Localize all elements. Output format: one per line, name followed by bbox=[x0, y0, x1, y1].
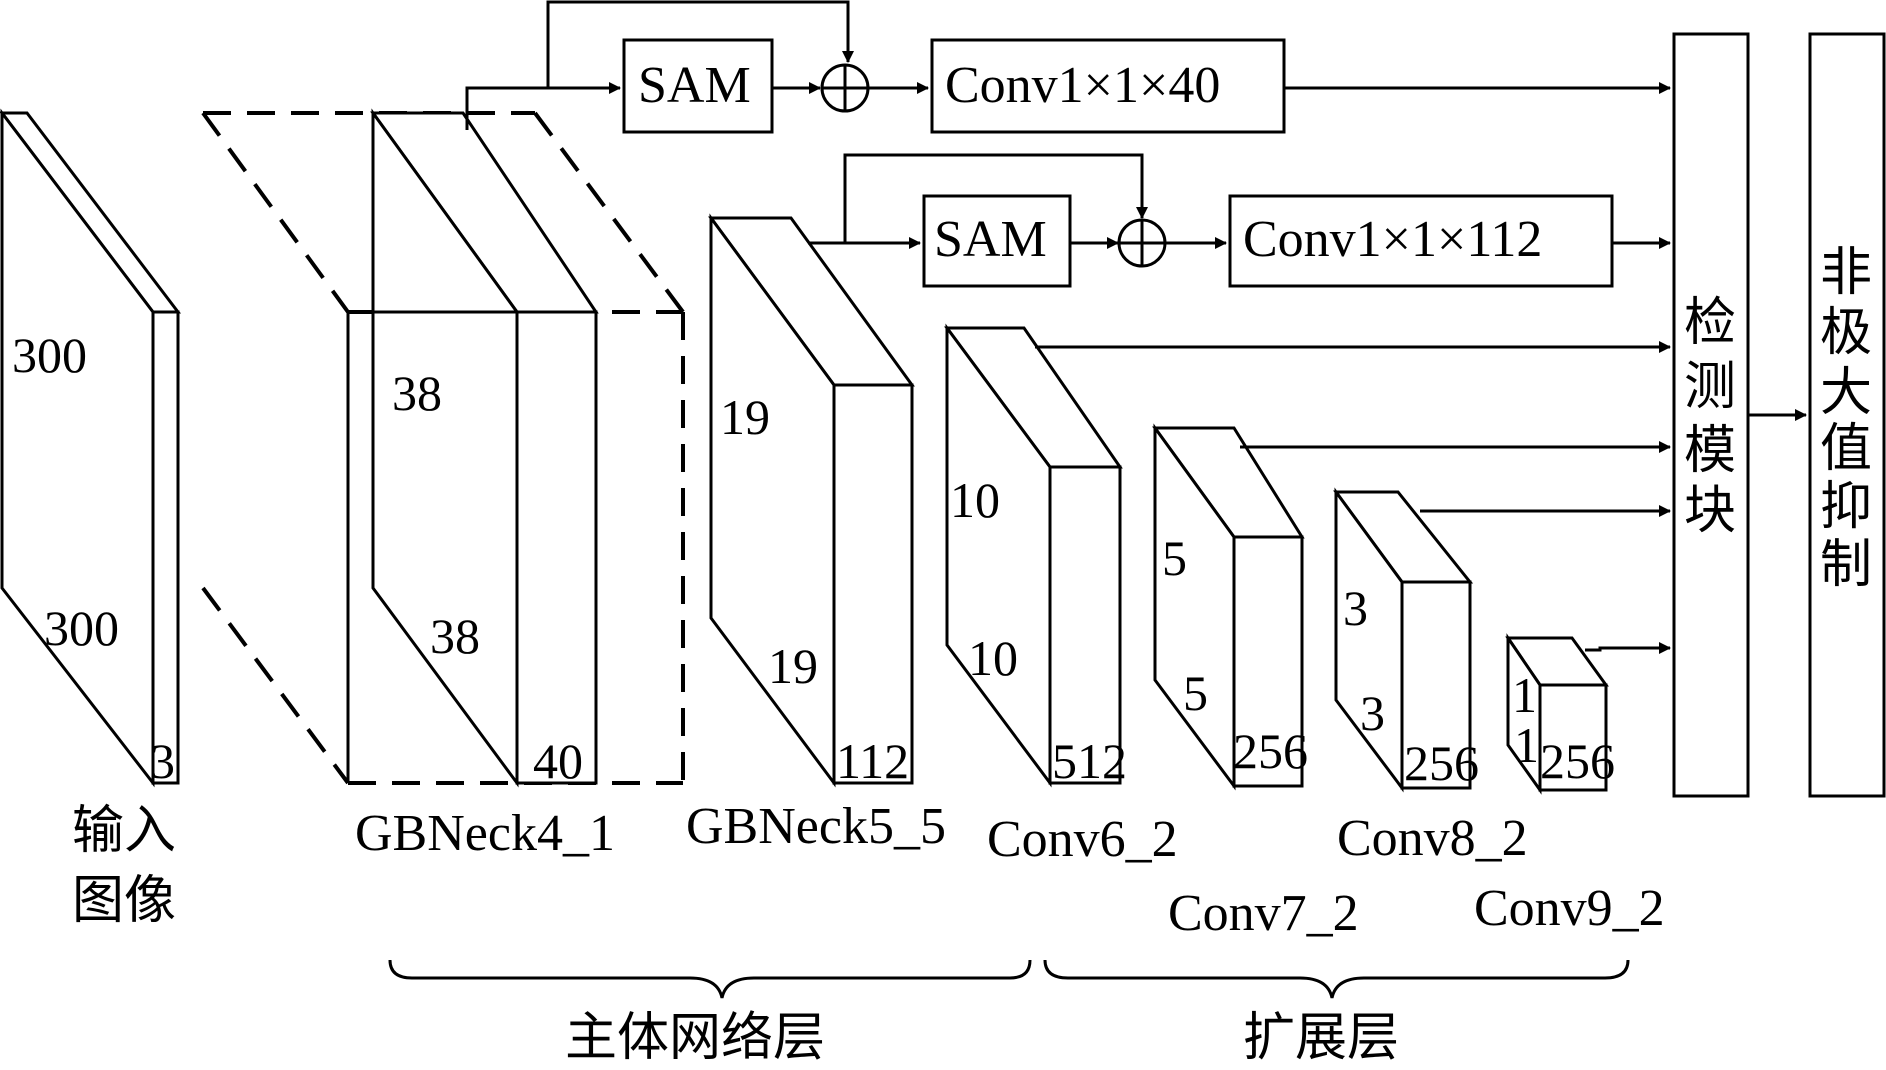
input-image-block: 300 300 3 输入 图像 bbox=[0, 108, 182, 930]
branch1-sam-label: SAM bbox=[638, 57, 751, 114]
branch1-conv-label: Conv1×1×40 bbox=[945, 57, 1220, 114]
branch2-conv-box bbox=[1228, 194, 1614, 288]
gbneck4-label: GBNeck4_1 bbox=[355, 805, 615, 862]
nms-char-6: 制 bbox=[1820, 537, 1872, 594]
conv9-height-label: 1 bbox=[1512, 667, 1537, 723]
conv7-channels-label: 256 bbox=[1233, 723, 1308, 779]
detect-char-2: 测 bbox=[1684, 359, 1736, 416]
branch2-add-icon bbox=[1117, 218, 1167, 268]
backbone-brace: 主体网络层 bbox=[388, 959, 1032, 1067]
branch1-sam-box bbox=[622, 38, 774, 134]
conv7-block: 5 5 256 Conv7_2 bbox=[1152, 423, 1359, 942]
nms-char-5: 抑 bbox=[1820, 479, 1872, 536]
conv6-height-label: 10 bbox=[950, 472, 1000, 528]
conv9-block: 1 1 256 Conv9_2 bbox=[1474, 633, 1665, 937]
conv9-channels-label: 256 bbox=[1540, 733, 1615, 789]
branch2-sam-label: SAM bbox=[934, 211, 1047, 268]
nms-module: 非 极 大 值 抑 制 bbox=[1808, 32, 1886, 798]
conv9-label: Conv9_2 bbox=[1474, 880, 1665, 937]
branch2-sam-box bbox=[922, 194, 1072, 288]
conv8-width-label: 3 bbox=[1360, 685, 1385, 741]
nms-char-1: 非 bbox=[1820, 245, 1872, 302]
conv8-label: Conv8_2 bbox=[1337, 810, 1528, 867]
gbneck5-block: 19 19 112 GBNeck5_5 bbox=[686, 213, 946, 855]
extension-label: 扩展层 bbox=[1243, 1010, 1399, 1065]
input-width-label: 300 bbox=[44, 600, 119, 656]
detect-char-4: 块 bbox=[1684, 483, 1736, 540]
nms-char-4: 值 bbox=[1820, 421, 1872, 478]
detect-char-3: 模 bbox=[1684, 423, 1736, 480]
input-channels-label: 3 bbox=[150, 733, 175, 789]
gbneck4-channels-label: 40 bbox=[533, 733, 583, 789]
input-label-line2: 图像 bbox=[72, 873, 176, 930]
conv7-height-label: 5 bbox=[1162, 530, 1187, 586]
conv6-channels-label: 512 bbox=[1052, 733, 1127, 789]
conv8-channels-label: 256 bbox=[1404, 735, 1479, 791]
feature-arrows bbox=[1035, 341, 1671, 654]
conv8-height-label: 3 bbox=[1343, 580, 1368, 636]
conv8-block: 3 3 256 Conv8_2 bbox=[1333, 487, 1528, 867]
gbneck4-height-label: 38 bbox=[392, 365, 442, 421]
gbneck4-width-label: 38 bbox=[430, 608, 480, 664]
conv6-width-label: 10 bbox=[968, 630, 1018, 686]
nms-char-2: 极 bbox=[1820, 305, 1872, 362]
backbone-label: 主体网络层 bbox=[565, 1010, 825, 1065]
branch1-conv-box bbox=[930, 38, 1286, 134]
nms-char-3: 大 bbox=[1820, 365, 1872, 422]
detection-module: 检 测 模 块 bbox=[1672, 32, 1750, 798]
conv6-label: Conv6_2 bbox=[987, 811, 1178, 868]
branch2-conv-label: Conv1×1×112 bbox=[1243, 211, 1542, 268]
gbneck5-label: GBNeck5_5 bbox=[686, 798, 946, 855]
input-label-line1: 输入 bbox=[72, 803, 176, 860]
gbneck4-block: 38 38 40 GBNeck4_1 bbox=[201, 108, 685, 862]
conv7-width-label: 5 bbox=[1183, 665, 1208, 721]
extension-brace: 扩展层 bbox=[1043, 959, 1630, 1067]
detect-char-1: 检 bbox=[1684, 295, 1736, 352]
gbneck5-height-label: 19 bbox=[720, 389, 770, 445]
conv6-block: 10 10 512 Conv6_2 bbox=[944, 323, 1178, 868]
branch2: SAM Conv1×1×112 bbox=[808, 153, 1671, 288]
conv7-label: Conv7_2 bbox=[1168, 885, 1359, 942]
branch1-add-icon bbox=[820, 63, 870, 113]
input-height-label: 300 bbox=[12, 327, 87, 383]
branch1: SAM Conv1×1×40 bbox=[465, 0, 1671, 134]
conv9-width-label: 1 bbox=[1514, 717, 1539, 773]
gbneck5-width-label: 19 bbox=[768, 638, 818, 694]
gbneck5-channels-label: 112 bbox=[836, 733, 909, 789]
